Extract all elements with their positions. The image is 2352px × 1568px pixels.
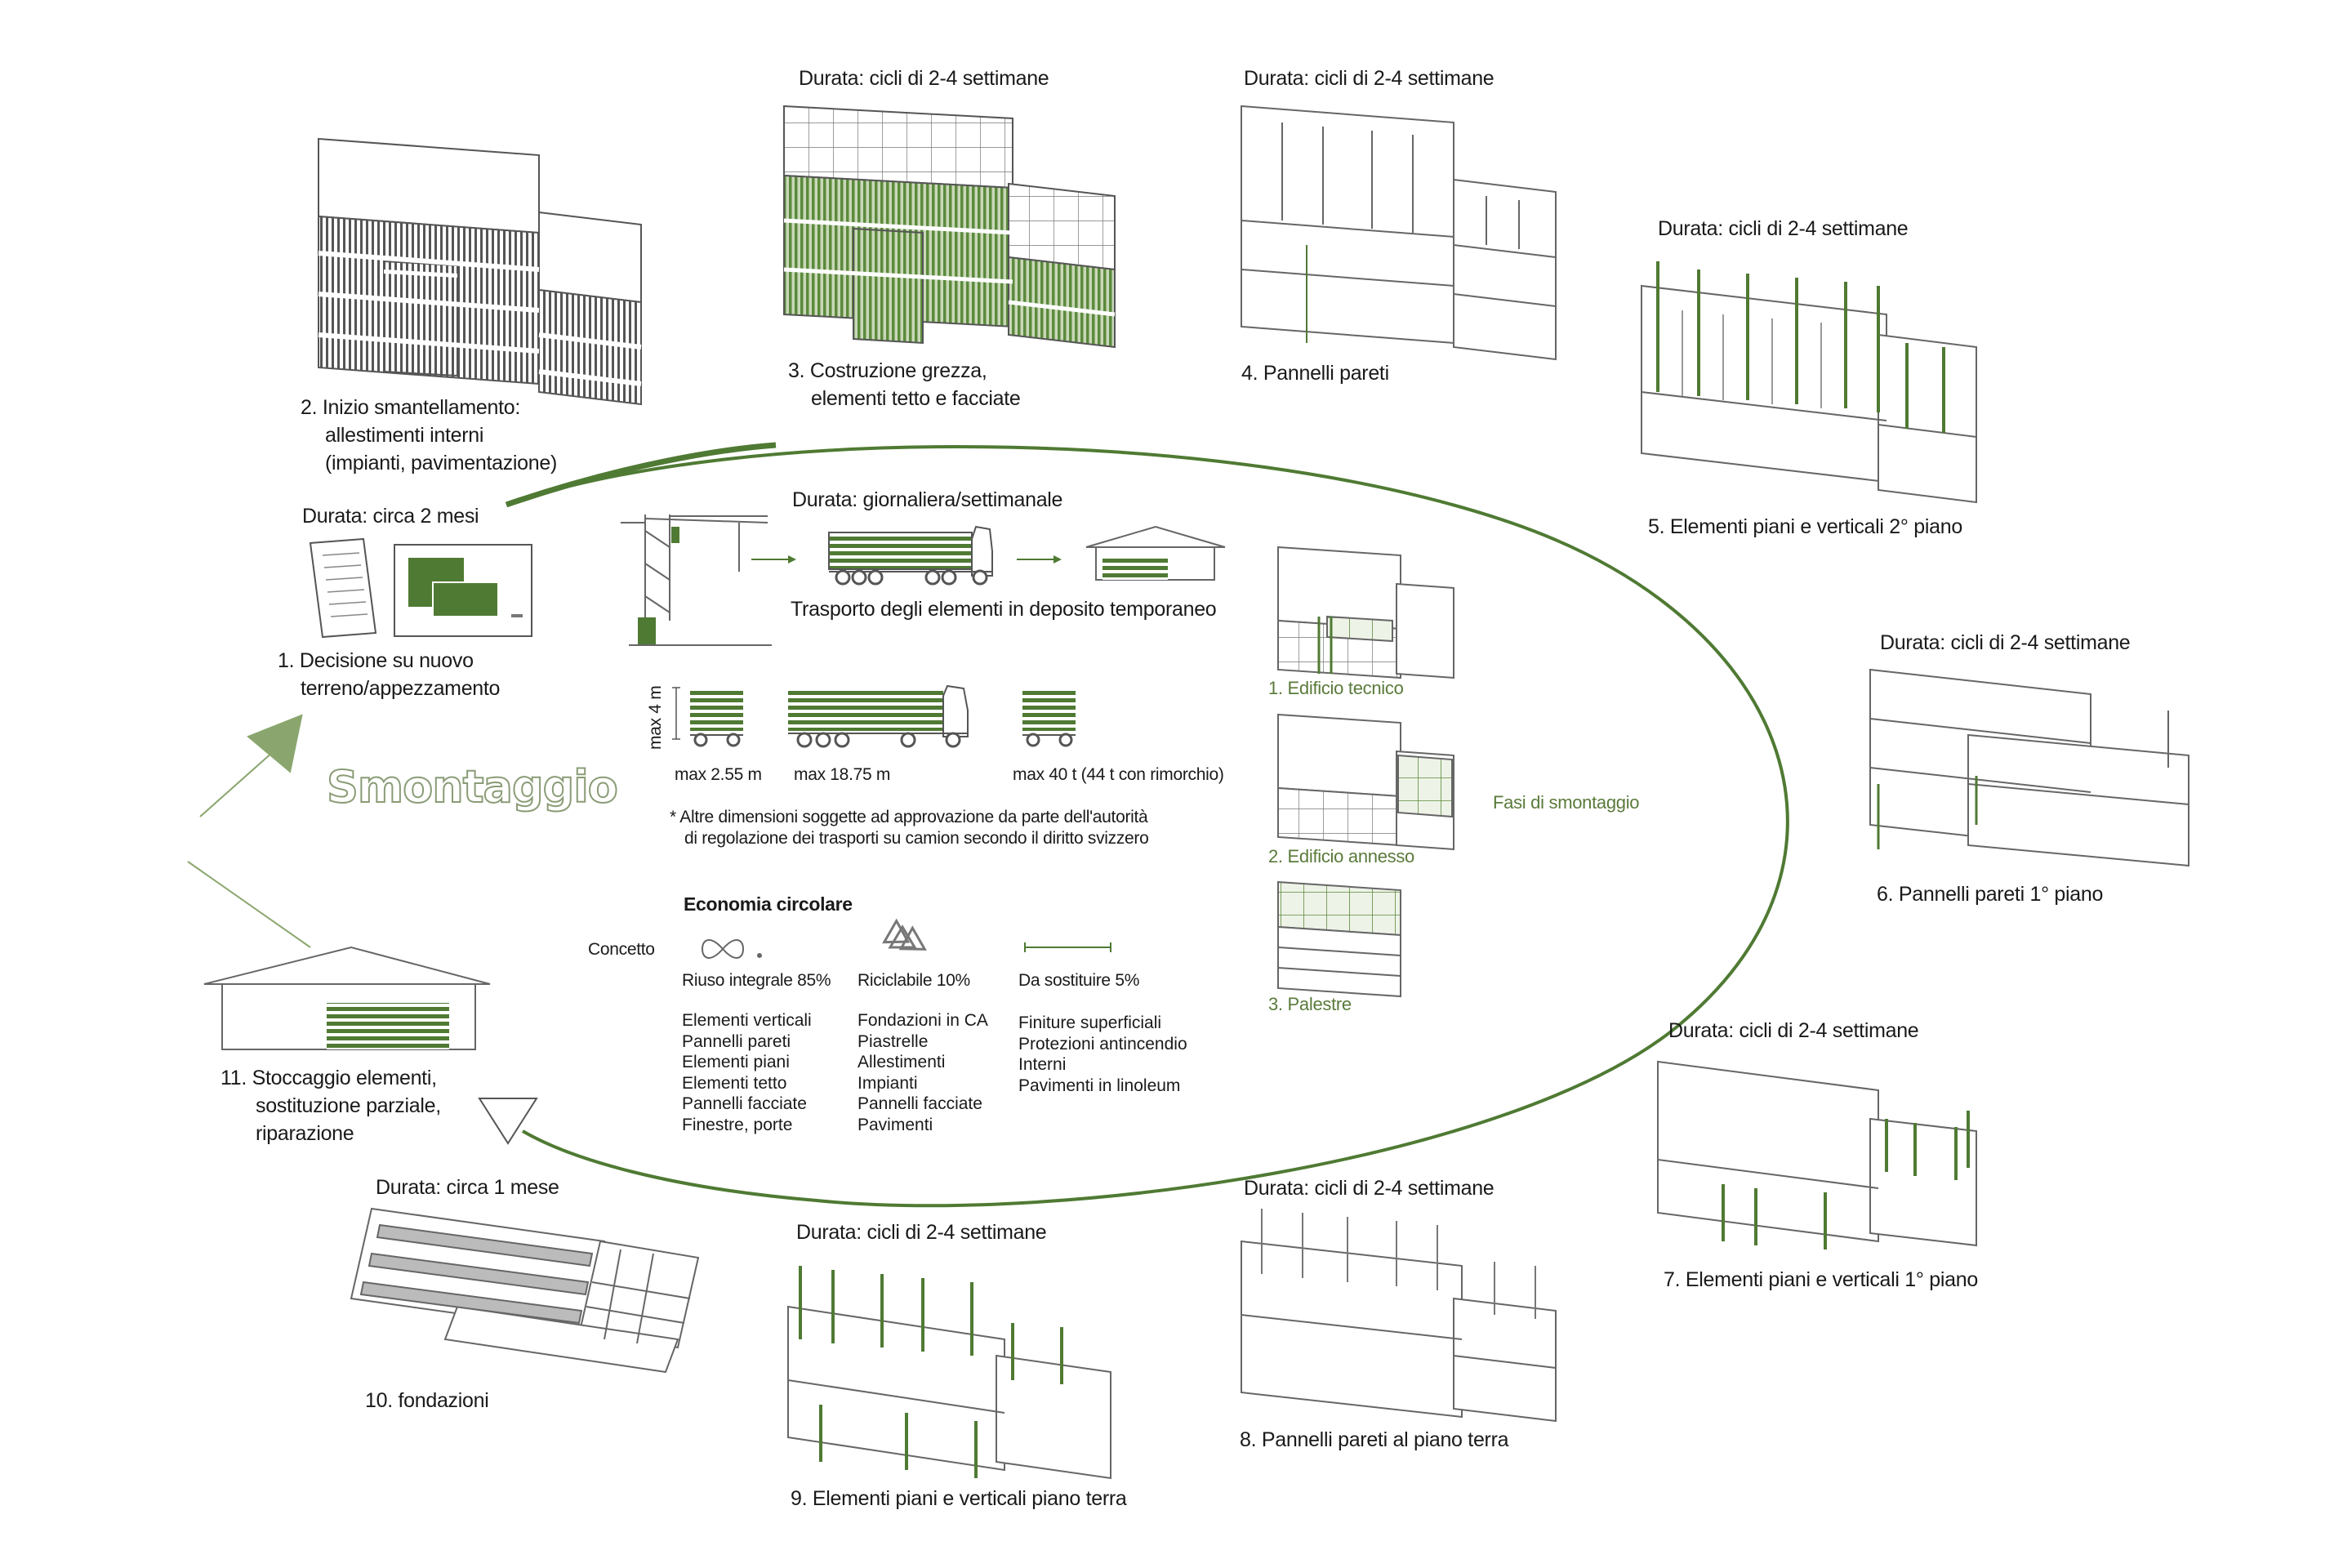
step11-label-line2: sostituzione parziale, <box>256 1094 441 1117</box>
step2-label-line2: allestimenti interni <box>325 424 484 447</box>
list-item: Interni <box>1018 1055 1067 1074</box>
list-item: Pannelli facciate <box>858 1094 982 1113</box>
step1-illustration <box>309 537 532 639</box>
transport-max-width: max 2.55 m <box>675 765 762 784</box>
transport-max-weight: max 40 t (44 t con rimorchio) <box>1013 765 1224 784</box>
step11-label-line3: riparazione <box>256 1122 354 1145</box>
step1-label-line1: 1. Decisione su nuovo <box>278 649 474 672</box>
step10-duration: Durata: circa 1 mese <box>376 1176 559 1199</box>
list-item: Finestre, porte <box>682 1115 793 1134</box>
phases-title: Fasi di smontaggio <box>1493 792 1640 813</box>
transport-arrow-icon <box>751 555 1062 564</box>
step4-label: 4. Pannelli pareti <box>1241 362 1389 385</box>
step8-label: 8. Pannelli pareti al piano terra <box>1240 1428 1509 1451</box>
step2-illustration <box>318 137 642 406</box>
list-item: Pavimenti <box>858 1115 933 1134</box>
step3-duration: Durata: cicli di 2-4 settimane <box>799 67 1049 90</box>
phase2-label: 2. Edificio annesso <box>1268 846 1414 866</box>
transport-caption: Trasporto degli elementi in deposito tem… <box>791 598 1217 621</box>
step9-duration: Durata: cicli di 2-4 settimane <box>796 1221 1047 1244</box>
step6-label: 6. Pannelli pareti 1° piano <box>1877 883 2104 906</box>
step7-label: 7. Elementi piani e verticali 1° piano <box>1664 1268 1978 1291</box>
step9-illustration <box>787 1266 1111 1480</box>
diagram-title: Smontaggio <box>326 760 619 813</box>
list-item: Pannelli pareti <box>682 1031 791 1051</box>
phase2-illustration <box>1277 713 1454 851</box>
step1-duration: Durata: circa 2 mesi <box>302 505 479 528</box>
phase1-illustration <box>1277 546 1454 679</box>
arrow-line-up <box>199 751 274 817</box>
phase3-label: 3. Palestre <box>1268 994 1352 1014</box>
replace-heading: Da sostituire 5% <box>1018 971 1140 990</box>
recycle-list: Fondazioni in CA Piastrelle Allestimenti… <box>858 1010 988 1135</box>
cycle-loop <box>506 445 1789 1208</box>
step7-illustration <box>1657 1060 1977 1250</box>
phase3-illustration <box>1277 880 1401 998</box>
step1-label-line2: terreno/appezzamento <box>301 677 501 700</box>
circular-concept-label: Concetto <box>588 940 655 959</box>
transport-duration: Durata: giornaliera/settimanale <box>792 488 1063 511</box>
step4-duration: Durata: cicli di 2-4 settimane <box>1244 67 1494 90</box>
warehouse-illustration <box>1085 525 1226 581</box>
step8-illustration <box>1241 1209 1557 1423</box>
step9-label: 9. Elementi piani e verticali piano terr… <box>791 1487 1127 1510</box>
step10-label: 10. fondazioni <box>365 1389 489 1412</box>
step5-duration: Durata: cicli di 2-4 settimane <box>1658 217 1909 240</box>
list-item: Pannelli facciate <box>682 1094 807 1113</box>
arrow-line-down <box>187 861 311 948</box>
circular-title: Economia circolare <box>684 893 853 915</box>
reuse-list: Elementi verticali Pannelli pareti Eleme… <box>682 1010 812 1135</box>
step7-duration: Durata: cicli di 2-4 settimane <box>1668 1019 1919 1042</box>
list-item: Allestimenti <box>858 1053 946 1071</box>
step5-label: 5. Elementi piani e verticali 2° piano <box>1648 515 1962 538</box>
list-item: Impianti <box>858 1073 918 1093</box>
truck-illustration <box>828 525 993 586</box>
step5-illustration <box>1641 261 1977 504</box>
list-item: Piastrelle <box>858 1031 929 1051</box>
crane-illustration <box>621 514 772 646</box>
arrow-up-icon <box>247 714 303 773</box>
list-item: Pavimenti in linoleum <box>1018 1076 1181 1095</box>
list-item: Elementi tetto <box>682 1073 787 1093</box>
step11-illustration <box>203 946 491 1050</box>
step2-label-line3: (impianti, pavimentazione) <box>325 452 557 474</box>
replace-line-icon <box>1024 942 1111 952</box>
arrow-down-icon <box>478 1098 538 1145</box>
step6-duration: Durata: cicli di 2-4 settimane <box>1880 631 2131 654</box>
transport-note-line1: * Altre dimensioni soggette ad approvazi… <box>670 808 1148 826</box>
step6-illustration <box>1869 668 2189 867</box>
step3-label-line2: elementi tetto e facciate <box>811 387 1021 410</box>
step11-label-line1: 11. Stoccaggio elementi, <box>220 1067 437 1089</box>
list-item: Finiture superficiali <box>1018 1013 1162 1032</box>
list-item: Protezioni antincendio <box>1018 1034 1187 1054</box>
step3-illustration <box>783 105 1116 349</box>
transport-max-height: max 4 m <box>646 685 665 750</box>
step2-label-line1: 2. Inizio smantellamento: <box>301 396 521 419</box>
step10-illustration <box>350 1207 700 1374</box>
recycle-icon <box>882 918 927 951</box>
recycle-heading: Riciclabile 10% <box>858 971 970 990</box>
step3-label-line1: 3. Costruzione grezza, <box>788 359 987 382</box>
replace-list: Finiture superficiali Protezioni antince… <box>1018 1013 1187 1096</box>
cycle-loop-thick <box>505 442 777 508</box>
infinity-icon <box>701 939 762 959</box>
transport-max-length: max 18.75 m <box>794 765 891 784</box>
transport-note-line2: di regolazione dei trasporti su camion s… <box>684 829 1149 848</box>
list-item: Fondazioni in CA <box>858 1011 988 1030</box>
reuse-heading: Riuso integrale 85% <box>682 971 831 990</box>
step8-duration: Durata: cicli di 2-4 settimane <box>1244 1177 1494 1200</box>
transport-limits <box>672 684 1076 748</box>
list-item: Elementi verticali <box>682 1011 812 1030</box>
list-item: Elementi piani <box>682 1053 790 1071</box>
step4-illustration <box>1241 105 1557 361</box>
phase1-label: 1. Edificio tecnico <box>1268 678 1404 698</box>
